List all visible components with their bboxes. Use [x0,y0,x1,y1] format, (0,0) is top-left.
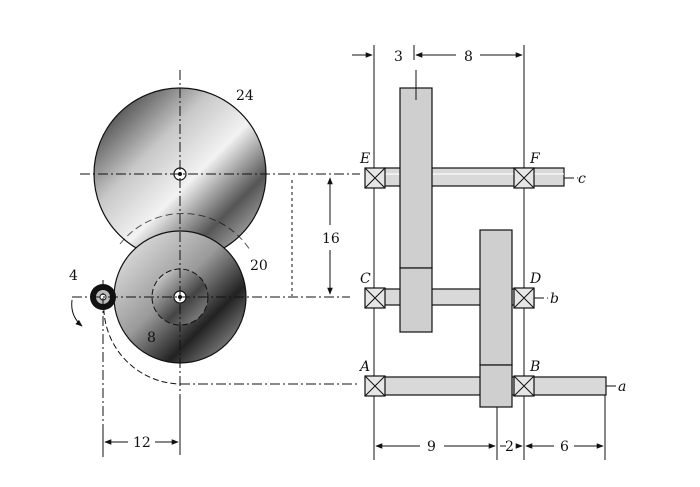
gear-20-side [399,267,433,333]
label-bearing-C: C [360,271,371,287]
label-bearing-F: F [529,151,541,167]
label-shaft-c: c [578,171,586,187]
dim-16: 16 [322,231,340,247]
label-bearing-E: E [359,151,370,167]
label-shaft-a: a [618,379,626,395]
dim-8: 8 [464,49,473,65]
label-gear-3: 3 [394,49,403,65]
rotation-arrow-icon [71,299,83,327]
label-bearing-A: A [358,359,370,375]
dim-12: 12 [133,435,151,451]
label-gear-4: 4 [69,268,78,284]
gear-24-side [399,87,433,269]
bearing-A [364,375,386,397]
bearing-D [513,287,535,309]
bearing-B [513,375,535,397]
label-gear-8: 8 [147,330,156,346]
label-bearing-B: B [529,359,540,375]
label-gear-20: 20 [250,258,268,274]
gear-side-a [479,364,513,408]
label-gear-24: 24 [236,88,254,104]
dim-6: 6 [560,439,569,455]
dim-9: 9 [427,439,436,455]
bearing-E [364,167,386,189]
bearing-F [513,167,535,189]
label-bearing-D: D [529,271,541,287]
bearing-C [364,287,386,309]
dim-2: 2 [505,439,514,455]
gear-side-lower [479,229,513,366]
label-shaft-b: b [550,291,559,307]
